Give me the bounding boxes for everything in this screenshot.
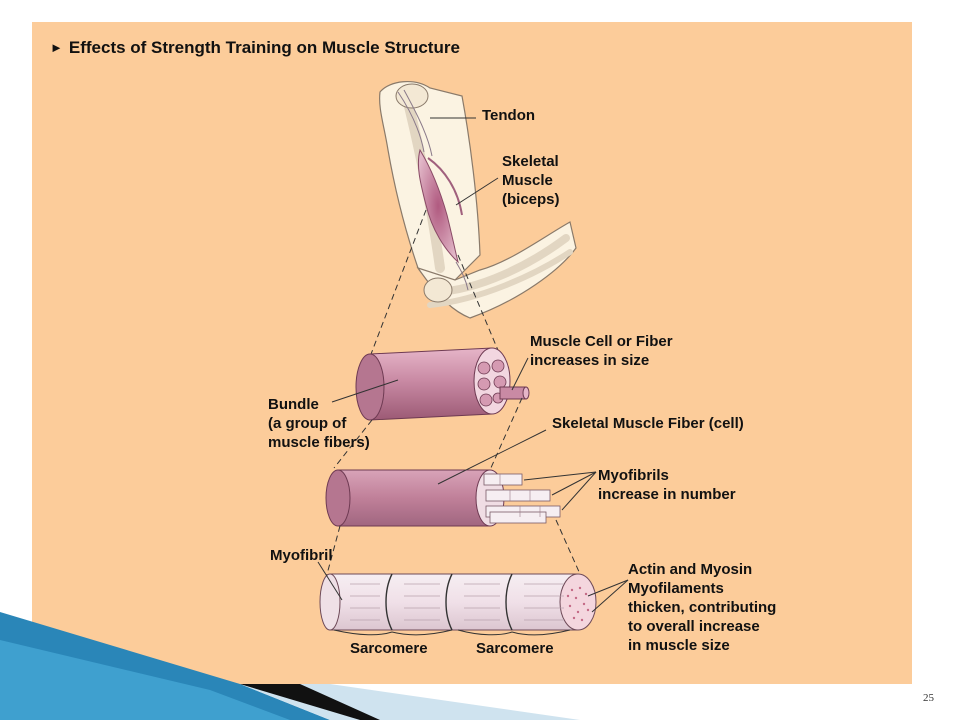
label-line: Myofilaments (628, 580, 724, 597)
label-muscle-cell: Muscle Cell or Fiber increases in size (530, 332, 673, 370)
label-line: (biceps) (502, 191, 560, 208)
page-number: 25 (923, 692, 934, 704)
label-line: increases in size (530, 352, 650, 369)
label-line: Bundle (268, 396, 319, 413)
label-line: thicken, contributing (628, 599, 777, 616)
label-line: Myofibrils (598, 467, 669, 484)
label-tendon: Tendon (482, 107, 536, 124)
muscle-fiber-illustration (325, 469, 561, 527)
label-line: to overall increase (628, 618, 760, 635)
label-bundle: Bundle (a group of muscle fibers) (268, 395, 370, 452)
label-skeletal-fiber: Skeletal Muscle Fiber (cell) (552, 415, 744, 432)
arm-illustration (379, 81, 577, 319)
label-line: muscle fibers) (268, 434, 370, 451)
label-skeletal-muscle: Skeletal Muscle (biceps) (502, 152, 560, 209)
label-myofibril: Myofibril (270, 547, 333, 564)
label-line: in muscle size (628, 637, 730, 654)
label-line: increase in number (598, 486, 736, 503)
slide-title: ► Effects of Strength Training on Muscle … (50, 38, 460, 58)
label-myofibrils: Myofibrils increase in number (598, 466, 736, 504)
label-sarcomere-2: Sarcomere (476, 640, 554, 657)
muscle-bundle-illustration (355, 347, 530, 421)
label-line: Muscle Cell or Fiber (530, 333, 673, 350)
label-line: Actin and Myosin (628, 561, 753, 578)
label-line: (a group of (268, 415, 347, 432)
triangle-bullet-icon: ► (50, 40, 63, 55)
label-actin-myosin: Actin and Myosin Myofilaments thicken, c… (628, 560, 776, 655)
bottom-decoration (0, 612, 580, 720)
label-line: Muscle (502, 172, 553, 189)
myofibril-illustration (319, 573, 597, 631)
slide-title-text: Effects of Strength Training on Muscle S… (68, 38, 460, 57)
label-sarcomere-1: Sarcomere (350, 640, 428, 657)
label-line: Skeletal (502, 153, 559, 170)
